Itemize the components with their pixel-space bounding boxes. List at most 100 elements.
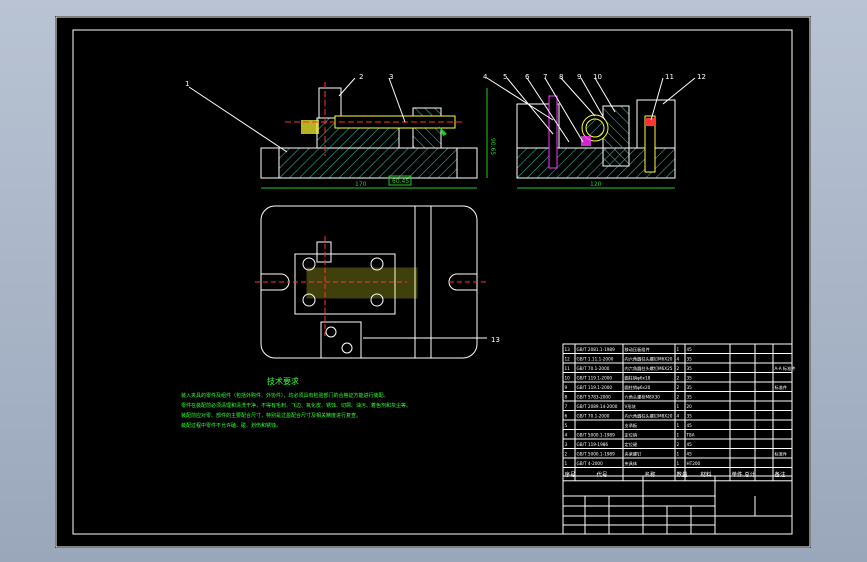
bom-cell-name: 定位键 [625,441,638,448]
bom-cell-code: GB/T 2081.1-1989 [577,347,616,352]
bom-cell-code: GB/T 70.1-2000 [577,366,610,371]
front-view: 170 90.65 60.45 [260,82,496,189]
bom-cell-code: GB/T 4-2000 [577,461,604,466]
bom-cell-no: 10 [565,376,571,381]
bom-header-code: 代号 [597,471,609,479]
balloon-3: 3 [389,73,393,81]
bom-cell-code: GB/T 5000.1-1989 [577,452,616,457]
balloon-leaders [188,77,696,339]
balloon-4: 4 [483,73,488,81]
bom-cell-no: 2 [565,452,568,457]
bom-cell-no: 7 [565,404,568,409]
bom-cell-material: 35 [687,395,693,400]
dim-front-height: 90.65 [489,138,496,155]
drawing-viewport[interactable]: 170 90.65 60.45 120 [55,16,811,548]
bom-cell-name: 定位销 [625,432,638,439]
notes-line-1: 装入夹具的零件及组件（包括外购件、外协件），均必须具有检验部门的合格证方能进行装… [181,392,389,399]
bom-cell-name: 内六角圆柱头螺钉M6X20 [625,356,673,363]
bom-cell-name: 内六角圆柱头螺钉M8X20 [625,413,673,420]
dim-side-width: 120 [590,181,602,188]
bom-cell-qty: 1 [677,347,680,352]
bom-header-name: 名称 [645,471,657,479]
balloon-13: 13 [491,336,500,344]
bom-cell-code: GB/T 5000.1-1989 [577,433,616,438]
inner-frame [72,29,793,535]
balloon-labels: 1 2 3 4 5 6 7 8 9 10 11 12 13 [185,73,706,344]
bom-cell-name: 内六角圆柱头螺钉M6X25 [625,365,673,372]
balloon-1: 1 [185,80,189,88]
bom-cell-qty: 1 [677,433,680,438]
bom-cell-material: 45 [687,452,693,457]
technical-notes: 技术要求 装入夹具的零件及组件（包括外购件、外协件），均必须具有检验部门的合格证… [181,376,411,429]
bom-cell-name: 六角头螺栓M8X30 [625,394,661,401]
bom-header-weight: 单件 总计 [732,471,756,479]
balloon-5: 5 [503,73,507,81]
balloon-12: 12 [697,73,706,81]
bom-cell-code: GB/T 119.1-2000 [577,385,613,390]
clamp-head [318,87,342,119]
title-block [562,475,793,535]
balloon-9: 9 [577,73,581,81]
dim-front-small: 60.45 [392,178,409,185]
bom-header-qty: 数量 [677,471,689,479]
bom-header-no: 序号 [565,471,577,479]
bom-cell-name: 圆柱销φ6x18 [625,375,651,382]
base-foot-left [260,147,280,179]
bom-cell-material: 35 [687,376,693,381]
bom-cell-name: 圆柱销φ6x20 [625,384,651,391]
bom-cell-qty: 1 [677,452,680,457]
balloon-10: 10 [593,73,602,81]
top-view [255,205,487,359]
bom-cell-material: HT200 [687,461,701,466]
base-plate [260,147,478,179]
notes-line-2: 零件在装配前必须清理和清洗干净，不得有毛刺、飞边、氧化皮、锈蚀、切屑、油污、着色… [181,402,411,409]
bom-cell-qty: 1 [677,423,680,428]
bom-cell-code: GB/T 70.1-2000 [577,414,610,419]
dim-front-width: 170 [355,181,367,188]
bom-cell-qty: 4 [677,357,680,362]
balloon-2: 2 [359,73,363,81]
bom-cell-qty: 2 [677,385,680,390]
bom-cell-code: GB/T 119-1986 [577,442,609,447]
bom-cell-qty: 1 [677,404,680,409]
bom-cell-code: GB/T 5783-2000 [577,395,612,400]
bom-cell-no: 8 [565,395,568,400]
bom-cell-material: 35 [687,385,693,390]
bom-cell-no: 11 [565,366,571,371]
notes-title: 技术要求 [267,376,299,386]
bom-cell-no: 3 [565,442,568,447]
bom-cell-material: 35 [687,414,693,419]
bom-cell-no: 5 [565,423,568,428]
bom-header-note: 备注 [775,471,787,479]
side-right-upright [636,99,676,149]
bom-cell-code: GB/T 119.1-2000 [577,376,613,381]
balloon-8: 8 [559,73,563,81]
balloon-11: 11 [665,73,674,81]
notes-line-4: 装配过程中零件不允许磕、碰、划伤和锈蚀。 [181,422,281,429]
bom-cell-name: 移动压板组件 [625,346,650,353]
bom-cell-qty: 2 [677,442,680,447]
bom-cell-name: 支承板 [625,422,638,429]
cad-drawing: 170 90.65 60.45 120 [55,16,811,548]
bom-header-material: 材料 [701,471,713,479]
bom-cell-qty: 2 [677,376,680,381]
notes-line-3: 装配前应对零、部件的主要配合尺寸，特别是过盈配合尺寸及相关精度进行复查。 [181,412,361,419]
outer-frame [55,16,811,548]
bom-cell-qty: 4 [677,414,680,419]
bom-cell-material: 45 [687,442,693,447]
bom-cell-note: 标准件 [775,451,788,458]
bom-cell-no: 9 [565,385,568,390]
bom-cell-material: 45 [687,423,693,428]
yellow-pin [301,120,319,134]
bom-cell-code: GB/T 1.11.1-2000 [577,357,614,362]
bom-cell-qty: 1 [677,461,680,466]
bom-cell-material: 35 [687,357,693,362]
bom-cell-no: 4 [565,433,568,438]
bom-cell-no: 1 [565,461,568,466]
bom-cell-no: 6 [565,414,568,419]
bom-cell-name: 夹紧螺钉 [625,451,643,458]
bom-cell-no: 12 [565,357,571,362]
bom-cell-qty: 2 [677,366,680,371]
bom-cell-material: 35 [687,366,693,371]
